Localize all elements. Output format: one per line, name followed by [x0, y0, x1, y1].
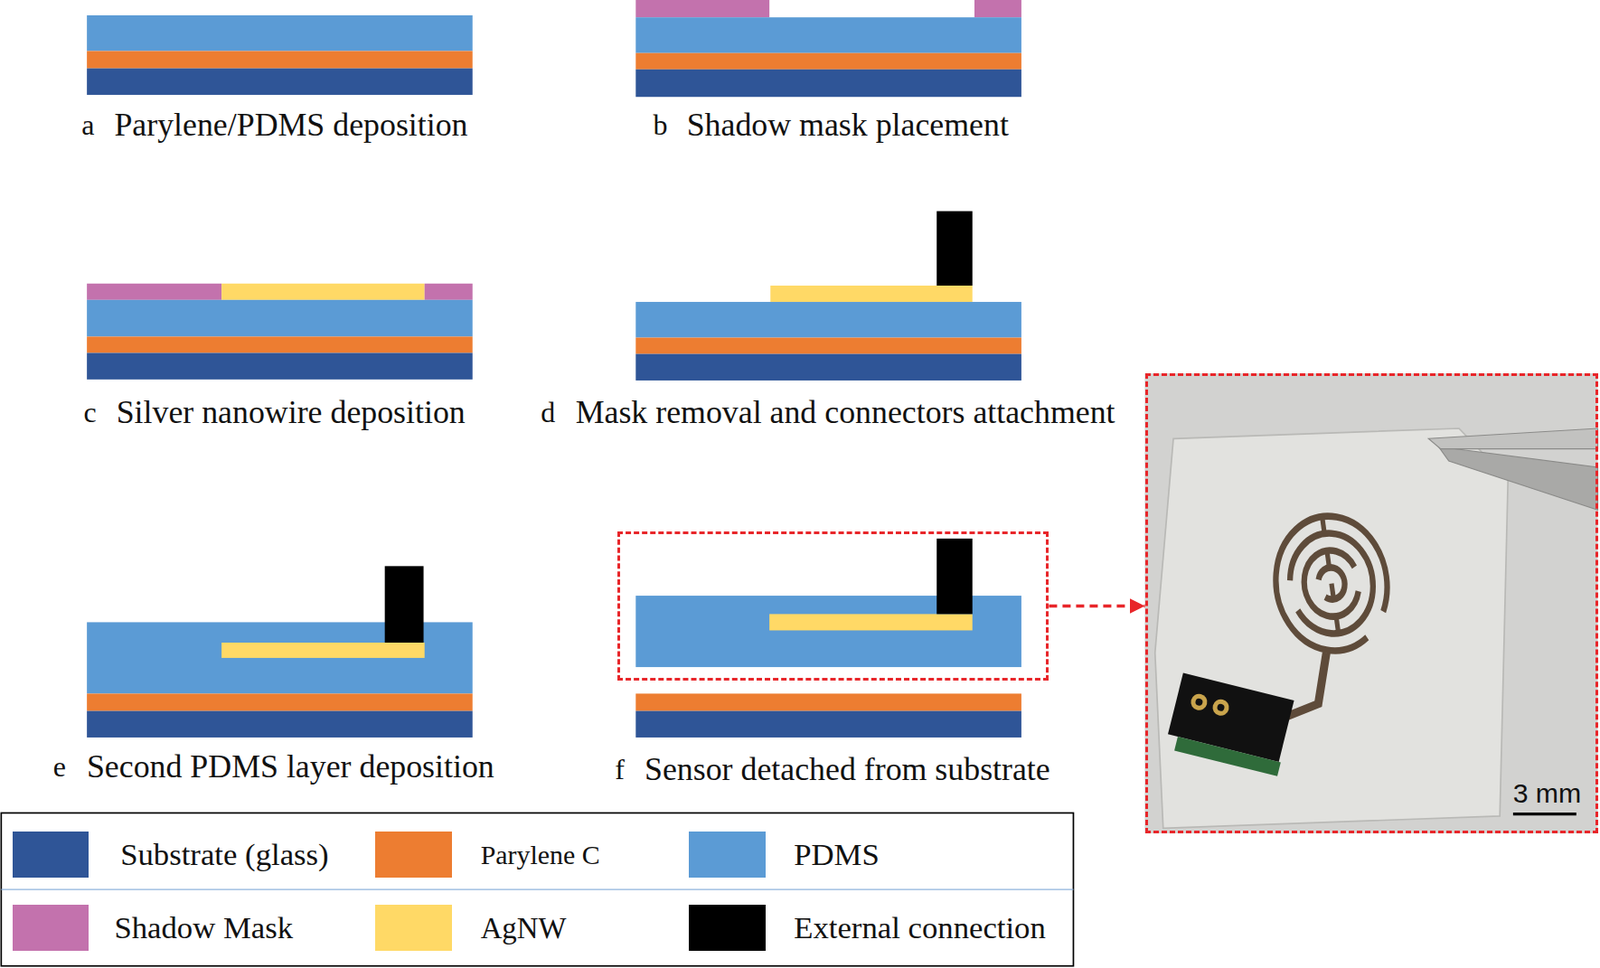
step-caption: Silver nanowire deposition	[116, 395, 466, 431]
step-caption: Mask removal and connectors attachment	[575, 395, 1116, 431]
legend-divider	[0, 889, 1073, 891]
photo-frame: 3 mm	[1145, 373, 1599, 834]
legend-label: Shadow Mask	[113, 911, 293, 946]
step-caption: Second PDMS layer deposition	[86, 749, 495, 785]
legend-swatch	[688, 904, 766, 951]
cross-section-a	[86, 15, 473, 95]
legend-label: PDMS	[793, 837, 880, 873]
sensor-photo	[1144, 373, 1598, 834]
cross-section-b	[635, 0, 1022, 97]
legend-swatch	[375, 831, 452, 878]
process-step: d Mask removal and connectors attachment	[530, 204, 1133, 434]
legend-swatch	[12, 904, 90, 951]
legend-label: Parylene C	[480, 840, 601, 871]
legend-swatch	[688, 831, 766, 878]
legend-label: AgNW	[480, 912, 567, 945]
cross-section-d	[635, 211, 1022, 381]
step-letter: a	[81, 109, 95, 142]
step-caption: Shadow mask placement	[687, 107, 1009, 143]
legend-frame	[0, 812, 1073, 966]
dashed-arrow	[1048, 604, 1145, 608]
legend-label: External connection	[793, 911, 1046, 946]
step-letter: e	[53, 751, 66, 783]
cross-section-f	[635, 538, 1022, 738]
step-caption: Sensor detached from substrate	[644, 752, 1051, 788]
process-step: b Shadow mask placement	[611, 0, 1041, 149]
step-letter: b	[652, 109, 668, 142]
scale-label: 3 mm	[1513, 778, 1582, 809]
step-letter: d	[540, 397, 556, 430]
cross-section-c	[86, 283, 473, 380]
legend-label: Substrate (glass)	[120, 837, 329, 873]
step-letter: c	[84, 397, 97, 430]
process-step: fSensor detached from substrate	[617, 531, 1049, 681]
step-letter: f	[614, 753, 625, 786]
process-step: c Silver nanowire deposition	[40, 270, 521, 434]
legend-swatch	[375, 904, 452, 951]
step-caption: Parylene/PDMS deposition	[113, 107, 468, 143]
process-step: e Second PDMS layer deposition	[40, 555, 521, 786]
process-step: a Parylene/PDMS deposition	[40, 0, 521, 149]
cross-section-e	[86, 565, 473, 738]
legend-swatch	[12, 831, 90, 878]
scale-bar	[1513, 812, 1577, 816]
